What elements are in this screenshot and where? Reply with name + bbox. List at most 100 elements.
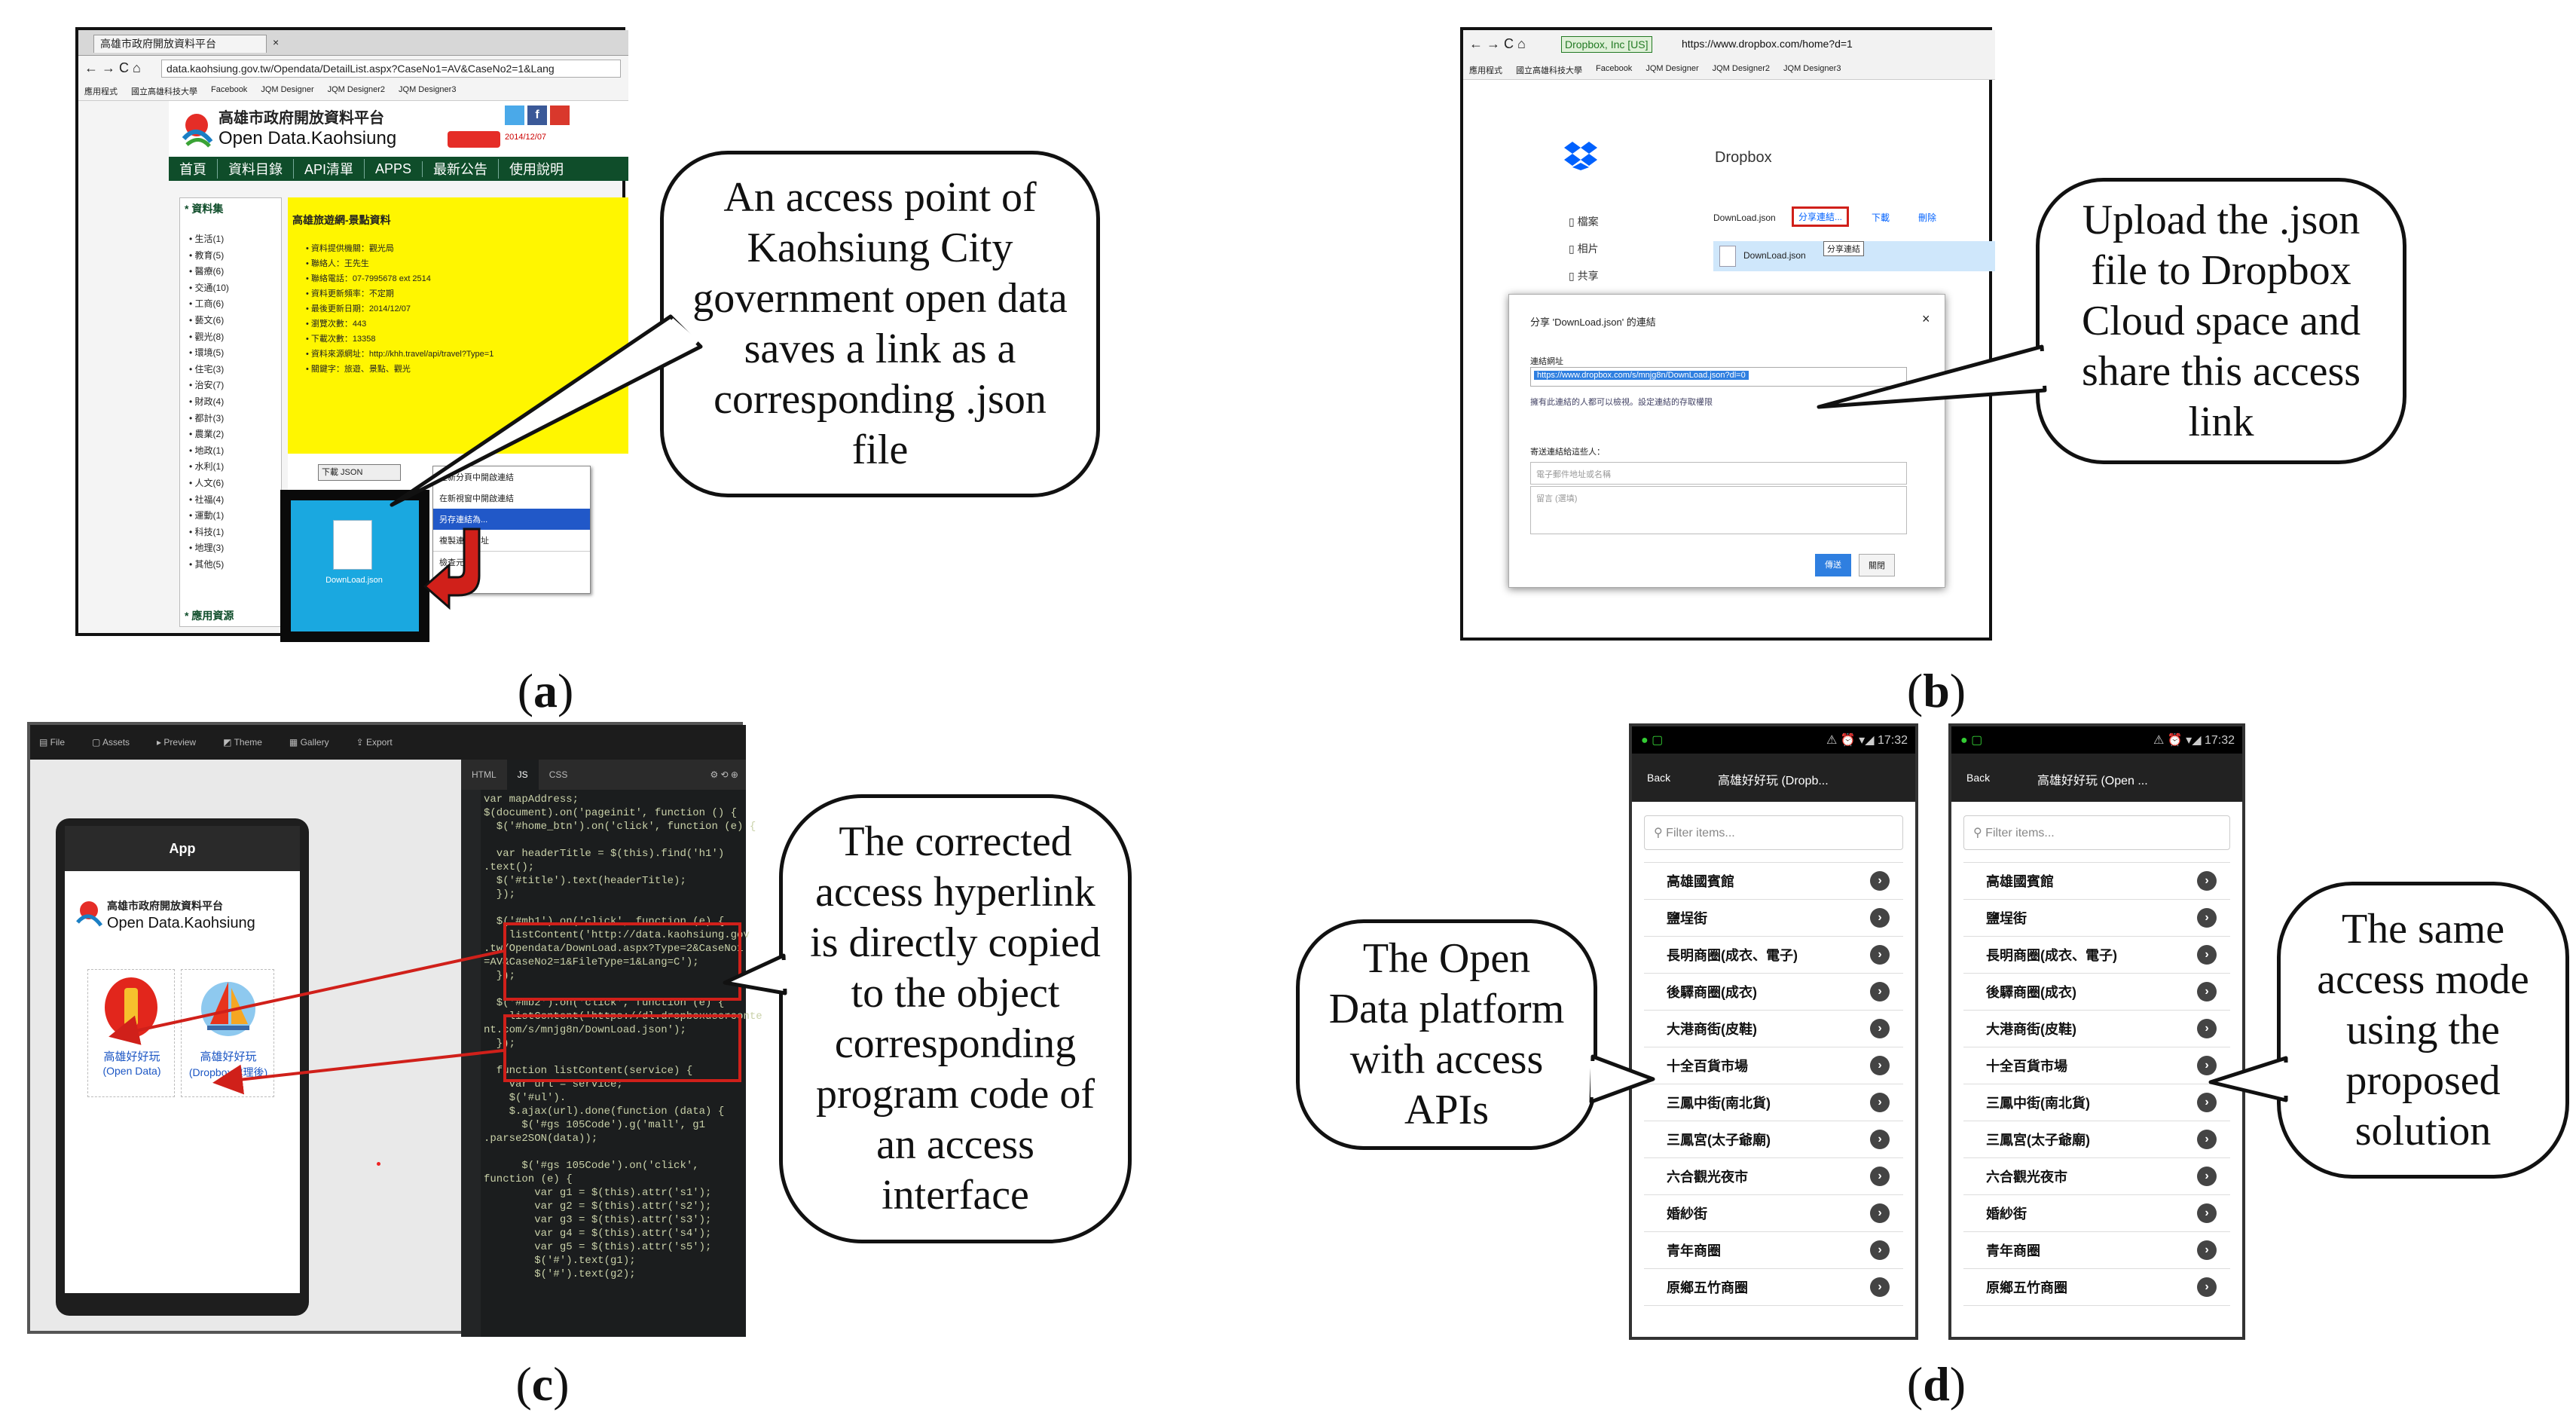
toolbar-item[interactable]: ▦ Gallery — [289, 737, 329, 748]
filter-input[interactable]: ⚲ Filter items... — [1963, 815, 2230, 850]
chevron-right-icon: › — [2197, 1019, 2217, 1038]
side-nav-item[interactable]: ▯ 檔案 — [1569, 216, 1599, 228]
side-nav-item[interactable]: ▯ 共享 — [1569, 270, 1599, 282]
app-title: 高雄好好玩 (Dropb... — [1718, 775, 1829, 787]
download-json-link[interactable]: 下載 JSON — [318, 464, 401, 481]
close-tab-icon[interactable]: × — [273, 36, 280, 48]
dropbox-logo-icon — [1564, 140, 1597, 174]
back-button[interactable]: Back — [1647, 772, 1671, 784]
list-item[interactable]: 鹽埕街› — [1963, 900, 2230, 937]
list-item[interactable]: 後驛商圈(成衣)› — [1644, 974, 1903, 1011]
list-item[interactable]: 原鄉五竹商圈› — [1963, 1269, 2230, 1306]
bookmark[interactable]: 應用程式 — [1469, 66, 1502, 75]
email-input[interactable]: 電子郵件地址或名稱 — [1530, 462, 1907, 485]
panel-c-screenshot: ▤ File ▢ Assets ▸ Preview ◩ Theme ▦ Gall… — [27, 722, 762, 1337]
list-item-label: 原鄉五竹商圈 — [1667, 1280, 1748, 1295]
menu-item[interactable]: 使用說明 — [509, 162, 564, 177]
toolbar-item[interactable]: ⇪ Export — [356, 737, 393, 748]
bookmark[interactable]: JQM Designer — [1646, 64, 1699, 73]
editor-code[interactable]: var mapAddress;$(document).on('pageinit'… — [484, 793, 762, 1281]
list-item[interactable]: 大港商街(皮鞋)› — [1644, 1011, 1903, 1047]
callout-d-left-pointer — [1589, 1054, 1655, 1104]
bookmark[interactable]: 應用程式 — [84, 87, 118, 96]
url-input[interactable]: data.kaohsiung.gov.tw/Opendata/DetailLis… — [161, 60, 621, 78]
sidebar-item: • 科技(1) — [189, 526, 225, 537]
list-item[interactable]: 六合觀光夜市› — [1644, 1158, 1903, 1195]
share-link-button[interactable]: 分享連結... — [1792, 206, 1850, 227]
list-item[interactable]: 後驛商圈(成衣)› — [1963, 974, 2230, 1011]
app-button-dropbox[interactable]: 高雄好好玩 (Dropbox處理後) — [181, 969, 274, 1097]
context-menu-item[interactable]: 在新視窗中開啟連結 — [439, 494, 514, 503]
list-item[interactable]: 十全百貨市場› — [1963, 1047, 2230, 1084]
list-item[interactable]: 長明商圈(成衣、電子)› — [1644, 937, 1903, 974]
bookmark[interactable]: Facebook — [211, 85, 248, 94]
send-button[interactable]: 傳送 — [1815, 554, 1851, 576]
list-item[interactable]: 三鳳宮(太子爺廟)› — [1963, 1121, 2230, 1158]
editor-tab-css[interactable]: CSS — [549, 769, 568, 780]
bookmark[interactable]: JQM Designer2 — [1712, 64, 1771, 73]
chevron-right-icon: › — [2197, 1056, 2217, 1075]
delete-button[interactable]: 刪除 — [1918, 213, 1937, 223]
bookmark[interactable]: JQM Designer2 — [327, 85, 386, 94]
bookmark[interactable]: JQM Designer3 — [399, 85, 457, 94]
twitter-icon[interactable] — [505, 105, 524, 125]
back-button[interactable]: Back — [1966, 772, 1991, 784]
chevron-right-icon: › — [1870, 908, 1890, 928]
list-item[interactable]: 三鳳宮(太子爺廟)› — [1644, 1121, 1903, 1158]
code-line: $('#ul'). — [484, 1092, 567, 1104]
list-item[interactable]: 三鳳中街(南北貨)› — [1963, 1084, 2230, 1121]
back-forward-reload-icons[interactable]: ← → C ⌂ — [84, 60, 141, 75]
bookmark[interactable]: JQM Designer — [261, 85, 314, 94]
link-field[interactable]: https://www.dropbox.com/s/mnjg8n/DownLoa… — [1530, 367, 1907, 387]
login-badge[interactable] — [448, 131, 500, 148]
browser-tab[interactable]: 高雄市政府開放資料平台 — [93, 35, 267, 53]
message-input[interactable]: 留言 (選填) — [1530, 486, 1907, 534]
side-nav-item[interactable]: ▯ 相片 — [1569, 243, 1599, 255]
back-forward-reload-icons[interactable]: ← → C ⌂ — [1469, 36, 1526, 51]
bookmark[interactable]: 國立高雄科技大學 — [131, 87, 197, 96]
list-item[interactable]: 三鳳中街(南北貨)› — [1644, 1084, 1903, 1121]
selected-file-row[interactable]: DownLoad.json 分享連結 — [1713, 241, 1995, 271]
list-item[interactable]: 大港商街(皮鞋)› — [1963, 1011, 2230, 1047]
menu-item[interactable]: 最新公告 — [423, 159, 500, 179]
list-item[interactable]: 長明商圈(成衣、電子)› — [1963, 937, 2230, 974]
list-item[interactable]: 六合觀光夜市› — [1963, 1158, 2230, 1195]
list-item[interactable]: 高雄國賓館› — [1963, 863, 2230, 900]
download-button[interactable]: 下載 — [1872, 213, 1890, 223]
editor-tab-html[interactable]: HTML — [472, 769, 497, 780]
list-item[interactable]: 十全百貨市場› — [1644, 1047, 1903, 1084]
toolbar-item[interactable]: ▢ Assets — [92, 737, 130, 748]
list-item[interactable]: 高雄國賓館› — [1644, 863, 1903, 900]
menu-item[interactable]: API清單 — [294, 159, 365, 179]
filter-input[interactable]: ⚲ Filter items... — [1644, 815, 1903, 850]
editor-tools-icons[interactable]: ⚙ ⟲ ⊕ — [710, 769, 738, 780]
google-plus-icon[interactable] — [550, 105, 570, 125]
context-menu-item-save-link[interactable]: 另存連結為... — [433, 509, 590, 530]
code-highlight-dropbox — [503, 1014, 741, 1082]
list-item[interactable]: 鹽埕街› — [1644, 900, 1903, 937]
menu-item[interactable]: 首頁 — [169, 159, 218, 179]
list-item[interactable]: 原鄉五竹商圈› — [1644, 1269, 1903, 1306]
bookmark[interactable]: JQM Designer3 — [1783, 64, 1841, 73]
list-item[interactable]: 青年商圈› — [1963, 1232, 2230, 1269]
close-icon[interactable]: × — [1922, 311, 1930, 326]
json-file-tile[interactable]: DownLoad.json — [280, 490, 429, 642]
context-menu-item[interactable]: 在新分頁中開啟連結 — [439, 473, 514, 482]
list-item[interactable]: 婚紗街› — [1644, 1195, 1903, 1232]
code-line: var g5 = $(this).attr('s5'); — [484, 1241, 712, 1253]
menu-item[interactable]: APPS — [365, 161, 423, 177]
bookmark[interactable]: Facebook — [1596, 64, 1633, 73]
editor-tab-js[interactable]: JS — [506, 760, 539, 790]
list-item[interactable]: 青年商圈› — [1644, 1232, 1903, 1269]
bookmark[interactable]: 國立高雄科技大學 — [1516, 66, 1582, 75]
toolbar-item[interactable]: ▸ Preview — [157, 737, 197, 748]
toolbar-item[interactable]: ▤ File — [39, 737, 66, 748]
close-button[interactable]: 關閉 — [1859, 554, 1895, 576]
facebook-icon[interactable]: f — [527, 105, 547, 125]
toolbar-item[interactable]: ◩ Theme — [223, 737, 262, 748]
share-tooltip: 分享連結 — [1823, 241, 1864, 256]
list-item[interactable]: 婚紗街› — [1963, 1195, 2230, 1232]
menu-item[interactable]: 資料目錄 — [218, 159, 294, 179]
url-input[interactable]: https://www.dropbox.com/home?d=1 — [1682, 38, 1853, 50]
red-curved-arrow-icon — [419, 523, 491, 613]
